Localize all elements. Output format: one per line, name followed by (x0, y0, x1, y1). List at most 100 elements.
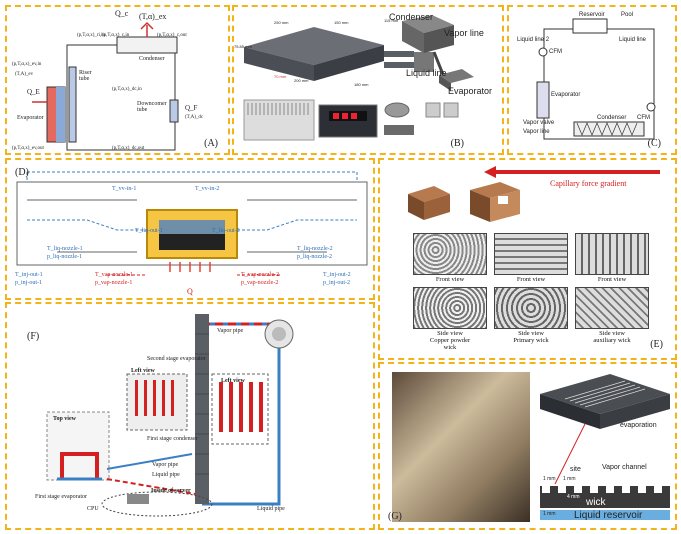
t-liq-out-1: T_liq-out-1 (135, 228, 163, 234)
liquid-pipe-right-label: Liquid pipe (257, 506, 285, 512)
left-view-label: Left view (221, 378, 245, 384)
copper-front-image (413, 233, 487, 275)
qe-label: Q_E (27, 88, 40, 96)
primary-side-caption: Side view Primary wick (513, 330, 549, 344)
cfm2-label: CFM (637, 115, 650, 121)
panel-g: evaporation site Vapor channel wick 1 mm… (378, 362, 677, 530)
inside-server-label: Inside of server (151, 488, 191, 494)
first-stage-condenser-label: First stage condenser (147, 436, 198, 442)
panel-f-label: (F) (27, 331, 40, 342)
cpu-label: CPU (87, 506, 99, 512)
wick-label: wick (586, 497, 606, 508)
downcomer-tube (169, 99, 179, 123)
vapor-line-label: Vapor line (523, 129, 550, 135)
state-label-9: (p,T,α,x)_dc,in (112, 87, 142, 92)
heat-sink-top (244, 27, 384, 65)
condenser-label: Condenser (139, 56, 165, 62)
state-label-7: (p,T,α,x)_ri,in (77, 33, 106, 38)
p-liq-nozzle-1: p_liq-nozzle-1 (47, 254, 82, 260)
heat-arrows (169, 262, 211, 272)
left-view-inset (211, 373, 269, 445)
wick-layer (540, 486, 670, 508)
t-liq-nozzle-2: T_liq-nozzle-2 (297, 246, 333, 252)
state-label-8: (p,T,α,x)_dc,out (112, 146, 145, 151)
p-inj-out-2: p_inj-out-2 (323, 280, 350, 286)
dim-180: 180 mm (354, 82, 369, 87)
dim-4: 1 mm (543, 511, 556, 517)
dim-250: 250 mm (274, 20, 289, 25)
title-q: Q_c (115, 9, 129, 18)
panel-f: (F) Vapor pipe Second stage evaporator L… (5, 302, 375, 530)
evaporator-label: Evaporator (448, 86, 493, 96)
state-label-2: (p,T,α,x)_ev,in (12, 62, 42, 67)
gradient-label: Capillary force gradient (550, 179, 627, 188)
primary-front-caption: Front view (516, 276, 546, 283)
p-vap-nozzle-2: p_vap-nozzle-2 (241, 280, 279, 286)
cfm-label: CFM (549, 49, 562, 55)
wick-sample (384, 102, 414, 135)
panel-d: (D) T_vv-in-1 T_vv-in-2 T_liq-nozzle-1 p… (5, 158, 375, 300)
reservoir-box (572, 18, 608, 34)
callout-line (554, 423, 586, 485)
t-vap-nozzle-2: T_vap-nozzle-2 (241, 272, 279, 278)
auxiliary-side-caption: Side view auxiliary wick (593, 330, 631, 344)
reservoir-label: Reservoir (579, 12, 605, 18)
panel-c: Reservoir Pool Liquid line 2 Liquid line… (507, 5, 677, 155)
dim-150: 150 mm (334, 20, 349, 25)
evaporation-label: evaporation (620, 422, 657, 429)
state-label-1: (p,T,α,x)_ev,out (12, 146, 44, 151)
panel-a: Q_c (T,α)_ex Riser tube Downcomer tube E… (5, 5, 230, 155)
state-label-4: (p,T,α,x)_c,out (157, 33, 187, 38)
panel-c-label: (C) (647, 138, 661, 149)
liquid-line2-label: Liquid line 2 (517, 37, 550, 43)
panel-b-label: (B) (450, 138, 464, 149)
loop-schematic (536, 18, 656, 140)
copper-side-caption: Side view Copper powder wick (429, 330, 471, 351)
liquid-line-label: Liquid line (406, 68, 447, 78)
heat-q-label: Q (187, 287, 193, 296)
vapor-channel-label: Vapor channel (602, 464, 647, 471)
dim-70: 70 mm (274, 74, 287, 79)
p-vap-nozzle-1: p_vap-nozzle-1 (95, 280, 133, 286)
fin-photo (243, 99, 315, 141)
top-view-label: Top view (53, 416, 76, 422)
auxiliary-side-image (575, 287, 649, 329)
downcomer-label: Downcomer tube (137, 101, 167, 113)
state-label-6: (T,A)_dc (185, 115, 204, 120)
device-photo (392, 372, 530, 522)
panel-b: Condenser Vapor line Liquid line Evapora… (232, 5, 504, 155)
structure-diagram (540, 374, 670, 520)
p-liq-nozzle-2: p_liq-nozzle-2 (297, 254, 332, 260)
t-vap-nozzle-1: T_vap-nozzle-1 (95, 272, 133, 278)
t-vv-in-2: T_vv-in-2 (195, 186, 220, 192)
heat-out-arrow (140, 21, 154, 37)
top-view-inset (46, 411, 110, 481)
second-stage-label: Second stage evaporator (147, 356, 206, 362)
second-stage-evaporator (195, 314, 209, 504)
panel-e: Capillary force gradient Front view Fron… (378, 158, 677, 360)
p-inj-out-1: p_inj-out-1 (15, 280, 42, 286)
panel-e-label: (E) (650, 339, 663, 350)
vapor-line-label: Vapor line (444, 28, 484, 38)
vapor-pipe-top-label: Vapor pipe (217, 328, 244, 334)
site-label: site (570, 466, 581, 473)
condenser-label: Condenser (389, 12, 434, 22)
dim-3: 4 mm (567, 494, 580, 500)
t-inj-out-2: T_inj-out-2 (323, 272, 351, 278)
primary-side-image (494, 287, 568, 329)
evaporator-samples (425, 102, 459, 118)
dim-200: 200 mm (294, 78, 309, 83)
cfm2-icon (646, 102, 656, 112)
dim-75: 75.85 mm (234, 44, 252, 49)
cpu-chip (127, 494, 149, 504)
condenser-block (116, 36, 178, 54)
3d-model (243, 15, 474, 141)
panel-a-label: (A) (204, 138, 218, 149)
liquid-pipe-label: Liquid pipe (152, 472, 180, 478)
two-stage-system (46, 314, 294, 517)
state-label-5: (T,A)_ev (15, 72, 34, 77)
title-t: (T,α)_ex (139, 12, 167, 21)
panel-g-label: (G) (388, 511, 402, 522)
auxiliary-front-image (575, 233, 649, 275)
liquid-line-label: Liquid line (619, 37, 647, 43)
